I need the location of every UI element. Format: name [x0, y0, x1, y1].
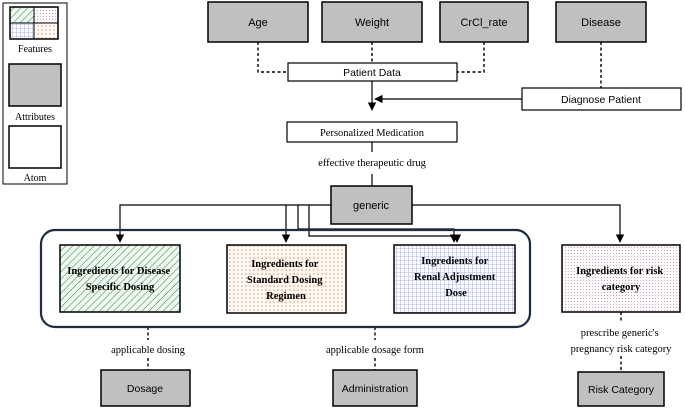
feature-risk-category-label: Ingredients for risk category	[576, 266, 666, 293]
edge-label-prescribe-risk: prescribe generic's pregnancy risk categ…	[571, 328, 673, 355]
attribute-dosage: Dosage	[100, 369, 191, 407]
legend: Features Attributes Atom	[2, 2, 68, 185]
attribute-weight: Weight	[321, 1, 423, 43]
attribute-crcl-rate: CrCl_rate	[439, 1, 529, 43]
feature-renal-adjustment-dose-label: Ingredients for Renal Adjustment Dose	[414, 256, 498, 299]
feature-renal-adjustment-dose: Ingredients for Renal Adjustment Dose	[393, 244, 516, 314]
edge-age-patient	[257, 42, 288, 73]
atom-diagnose-patient: Diagnose Patient	[521, 87, 682, 111]
feature-standard-dosing-regimen: Ingredients for Standard Dosing Regimen	[226, 244, 347, 314]
edge-crcl-patient	[457, 42, 485, 73]
atom-personalized-medication-label: Personalized Medication	[320, 128, 425, 139]
attribute-age-label: Age	[248, 17, 268, 29]
attribute-administration-label: Administration	[342, 383, 409, 395]
atom-patient-data-label: Patient Data	[343, 67, 401, 79]
attribute-crcl-rate-label: CrCl_rate	[460, 17, 507, 29]
feature-disease-specific-dosing: Ingredients for Disease Specific Dosing	[59, 244, 181, 313]
attribute-risk-category: Risk Category	[577, 371, 665, 407]
feature-risk-category: Ingredients for risk category	[561, 244, 681, 313]
atom-diagnose-patient-label: Diagnose Patient	[561, 94, 641, 106]
connectors	[115, 42, 625, 372]
edge-generic-disease-specific	[115, 204, 331, 243]
legend-features-swatch	[9, 6, 59, 40]
atom-personalized-medication: Personalized Medication	[286, 121, 458, 143]
attribute-administration: Administration	[332, 369, 418, 407]
edge-label-effective-drug: effective therapeutic drug	[318, 158, 426, 169]
attribute-risk-category-label: Risk Category	[588, 384, 655, 396]
attribute-disease-label: Disease	[581, 17, 621, 29]
attribute-age: Age	[207, 1, 309, 43]
edge-generic-renal-b	[308, 205, 462, 243]
feature-standard-dosing-regimen-label: Ingredients for Standard Dosing Regimen	[247, 259, 325, 302]
attribute-disease: Disease	[555, 1, 647, 43]
legend-features-label: Features	[18, 44, 52, 55]
edge-generic-risk	[412, 204, 625, 243]
legend-atom-label: Atom	[24, 173, 47, 184]
attribute-weight-label: Weight	[355, 17, 389, 29]
attribute-generic-label: generic	[353, 200, 390, 212]
attribute-dosage-label: Dosage	[127, 383, 163, 395]
legend-attributes-swatch	[8, 63, 62, 107]
legend-atom-swatch	[8, 125, 62, 169]
legend-attributes-label: Attributes	[15, 112, 55, 123]
edge-label-applicable-dosage-form: applicable dosage form	[326, 345, 424, 356]
feature-group-frame	[39, 228, 532, 329]
atom-patient-data: Patient Data	[287, 62, 458, 82]
edge-label-applicable-dosing: applicable dosing	[111, 345, 186, 356]
feature-disease-specific-dosing-label: Ingredients for Disease Specific Dosing	[67, 266, 172, 293]
attribute-generic: generic	[330, 185, 413, 225]
